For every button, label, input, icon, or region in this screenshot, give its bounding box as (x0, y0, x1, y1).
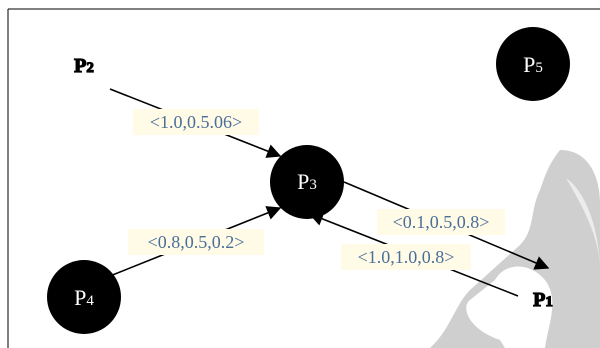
node-p5: P5 (496, 27, 570, 101)
watermark (430, 150, 600, 348)
edge-label-p4-p3-text: <0.8,0.5,0.2> (148, 232, 245, 252)
node-p3-subscript: 3 (309, 177, 317, 193)
edge-label-p1-p3: <1.0,1.0,0.8> (341, 244, 471, 270)
edge-labels: <1.0,0.5.06> <0.8,0.5,0.2> <0.1,0.5,0.8>… (128, 109, 505, 270)
node-p2: P2 (74, 54, 95, 77)
node-p2-subscript: 2 (86, 60, 94, 76)
node-p3-label: P (297, 169, 309, 194)
edge-label-p4-p3: <0.8,0.5,0.2> (128, 229, 264, 255)
edge-label-p3-p1-text: <0.1,0.5,0.8> (393, 212, 490, 232)
svg-text:P2: P2 (74, 55, 94, 77)
svg-text:P3: P3 (297, 169, 317, 194)
node-p1: P1 (533, 288, 554, 311)
node-p4-label: P (74, 285, 86, 310)
node-p4-subscript: 4 (86, 293, 94, 309)
svg-text:P5: P5 (523, 52, 543, 77)
node-p4: P4 (47, 260, 121, 334)
svg-text:P4: P4 (74, 285, 94, 310)
node-p5-label: P (523, 52, 535, 77)
node-p2-label: P (74, 55, 86, 77)
node-p1-label: P (533, 289, 545, 311)
edge-label-p2-p3-text: <1.0,0.5.06> (150, 112, 242, 132)
node-p3: P3 (270, 145, 344, 219)
node-p5-subscript: 5 (535, 60, 543, 76)
edge-label-p2-p3: <1.0,0.5.06> (133, 109, 259, 135)
edge-label-p3-p1: <0.1,0.5,0.8> (377, 209, 505, 235)
node-p1-subscript: 1 (545, 294, 553, 310)
svg-text:P1: P1 (533, 289, 553, 311)
edge-label-p1-p3-text: <1.0,1.0,0.8> (358, 247, 455, 267)
